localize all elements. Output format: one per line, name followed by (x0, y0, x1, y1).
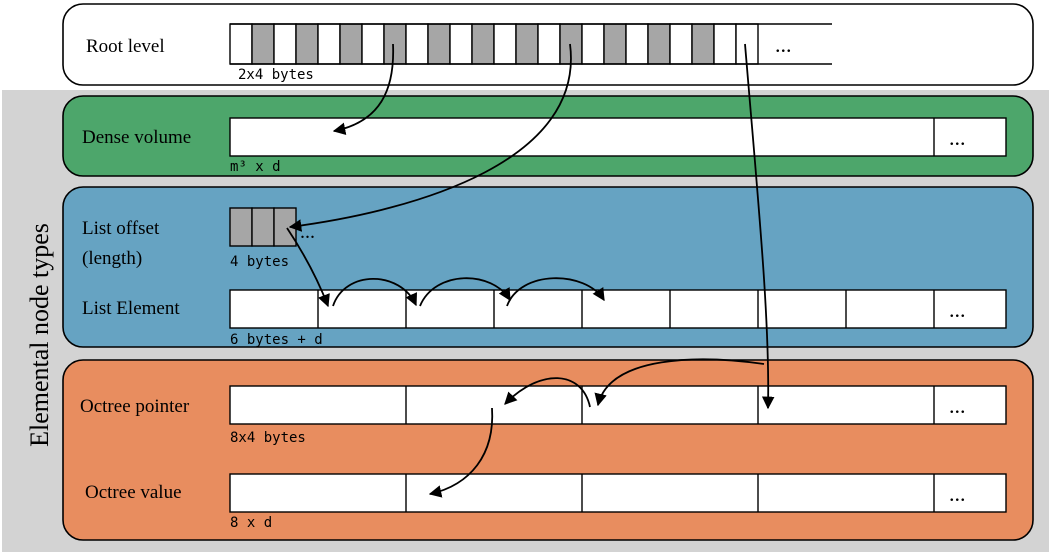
list-offset-cell (229, 207, 253, 247)
list-offset-label-line1: List offset (82, 218, 160, 239)
root-label: Root level (86, 36, 165, 57)
root-cell (625, 23, 649, 65)
root-cell (603, 23, 627, 65)
dense-ellipsis: ... (949, 125, 966, 150)
root-cell (317, 23, 341, 65)
octree-value-label: Octree value (85, 482, 182, 503)
root-cell (427, 23, 451, 65)
pointer-arrows (286, 43, 775, 498)
list-offset-ellipsis: ... (300, 221, 315, 243)
dense-label: Dense volume (82, 127, 191, 148)
octree-value-array (229, 473, 1007, 513)
arrow-list-chain-1 (332, 277, 417, 307)
root-cell (669, 23, 693, 65)
list-element-label: List Element (82, 298, 180, 319)
arrow-list-chain-3 (506, 277, 605, 307)
arrow-root-to-octree-pointer (744, 43, 775, 410)
list-element-size-label: 6 bytes + d (230, 332, 323, 348)
root-size-label: 2x4 bytes (238, 67, 314, 83)
octree-value-ellipsis: ... (949, 481, 966, 506)
octree-pointer-dividers (405, 386, 935, 424)
root-cell (251, 23, 275, 65)
root-ellipsis: ... (775, 32, 792, 57)
root-cell (339, 23, 363, 65)
octree-value-size-label: 8 x d (230, 515, 272, 531)
root-cell (361, 23, 385, 65)
arrow-root-to-dense (332, 43, 395, 135)
arrow-root-to-list-offset (288, 43, 572, 232)
root-cell (405, 23, 429, 65)
root-cell (537, 23, 561, 65)
dense-array (229, 117, 1007, 157)
root-cell (295, 23, 319, 65)
list-offset-cell (251, 207, 275, 247)
root-cell (713, 23, 737, 65)
list-offset-label-line2: (length) (82, 248, 142, 269)
root-cell (691, 23, 715, 65)
arrow-octree-pointer-to-value (428, 407, 494, 498)
list-element-ellipsis: ... (949, 297, 966, 322)
root-cell (515, 23, 539, 65)
root-cell (581, 23, 605, 65)
octree-pointer-size-label: 8x4 bytes (230, 430, 306, 446)
root-cells (229, 23, 759, 65)
root-cell (229, 23, 253, 65)
octree-pointer-label: Octree pointer (80, 396, 190, 417)
arrow-list-chain-2 (419, 277, 511, 307)
root-cell (493, 23, 517, 65)
octree-pointer-ellipsis: ... (949, 393, 966, 418)
root-cell (647, 23, 671, 65)
list-element-dividers (317, 290, 935, 328)
list-element-array (229, 289, 1007, 329)
arrow-octree-chain-2 (504, 377, 591, 408)
arrow-list-offset-to-element (286, 227, 330, 308)
arrow-octree-chain-1 (594, 358, 765, 407)
list-offset-size-label: 4 bytes (230, 254, 289, 270)
dense-size-label: m³ x d (230, 159, 281, 175)
octree-pointer-array (229, 385, 1007, 425)
root-cell (449, 23, 473, 65)
octree-value-dividers (405, 474, 935, 512)
root-cell (273, 23, 297, 65)
root-cell (471, 23, 495, 65)
side-label: Elemental node types (25, 223, 54, 447)
root-cell (383, 23, 407, 65)
